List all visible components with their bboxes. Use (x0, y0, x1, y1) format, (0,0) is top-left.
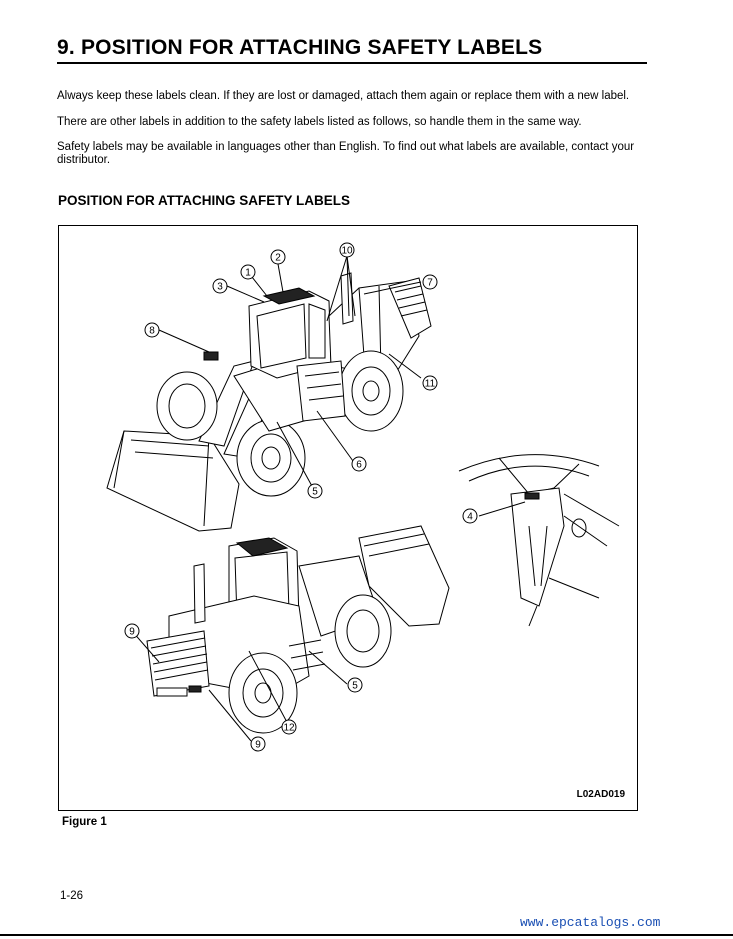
callout-5-label: 5 (312, 487, 318, 498)
figure-caption: Figure 1 (62, 816, 107, 828)
callout-11: 11 (422, 375, 438, 391)
callout-12-label: 12 (283, 723, 295, 734)
callout-5-lower: 5 (347, 677, 363, 693)
callout-8-label: 8 (149, 326, 155, 337)
callout-12: 12 (281, 719, 297, 735)
lower-loader-drawing (146, 525, 450, 734)
callout-7: 7 (422, 274, 438, 290)
callout-10-label: 10 (341, 246, 353, 257)
page-number: 1-26 (60, 890, 84, 902)
heading-rule (57, 62, 647, 64)
callout-3-label: 3 (217, 282, 223, 293)
callout-9-lower-label: 9 (255, 740, 261, 751)
callout-4: 4 (462, 508, 478, 524)
callout-7-label: 7 (427, 278, 433, 289)
callout-1-label: 1 (245, 268, 251, 279)
callout-9-lower: 9 (250, 736, 266, 752)
callout-9-upper: 9 (124, 623, 140, 639)
paragraph-other-labels: There are other labels in addition to th… (57, 116, 582, 128)
paragraph-keep-clean: Always keep these labels clean. If they … (57, 90, 630, 102)
callout-5-lower-label: 5 (352, 681, 358, 692)
figure-code: L02AD019 (576, 789, 625, 800)
callout-2: 2 (270, 249, 286, 265)
callout-6: 6 (351, 456, 367, 472)
callout-2-label: 2 (275, 253, 281, 264)
callout-5: 5 (307, 483, 323, 499)
steering-column-inset (458, 454, 620, 627)
paragraph-languages: Safety labels may be available in langua… (57, 141, 635, 166)
figure-box: 1 2 3 4 5 6 7 (58, 225, 638, 811)
callout-3: 3 (212, 278, 228, 294)
bottom-rule (0, 934, 733, 936)
callout-1: 1 (240, 264, 256, 280)
wheel-loader-illustration: 1 2 3 4 5 6 7 (106, 242, 620, 752)
callout-6-label: 6 (356, 460, 362, 471)
website-watermark: www.epcatalogs.com (520, 915, 661, 930)
section-heading: 9. POSITION FOR ATTACHING SAFETY LABELS (57, 36, 543, 59)
callout-11-label: 11 (425, 379, 436, 390)
upper-loader-drawing (106, 272, 432, 532)
callout-4-label: 4 (467, 512, 473, 523)
callout-8: 8 (144, 322, 160, 338)
figure-sub-heading: POSITION FOR ATTACHING SAFETY LABELS (58, 193, 351, 208)
callout-9-label: 9 (129, 627, 135, 638)
callout-10: 10 (339, 242, 355, 258)
